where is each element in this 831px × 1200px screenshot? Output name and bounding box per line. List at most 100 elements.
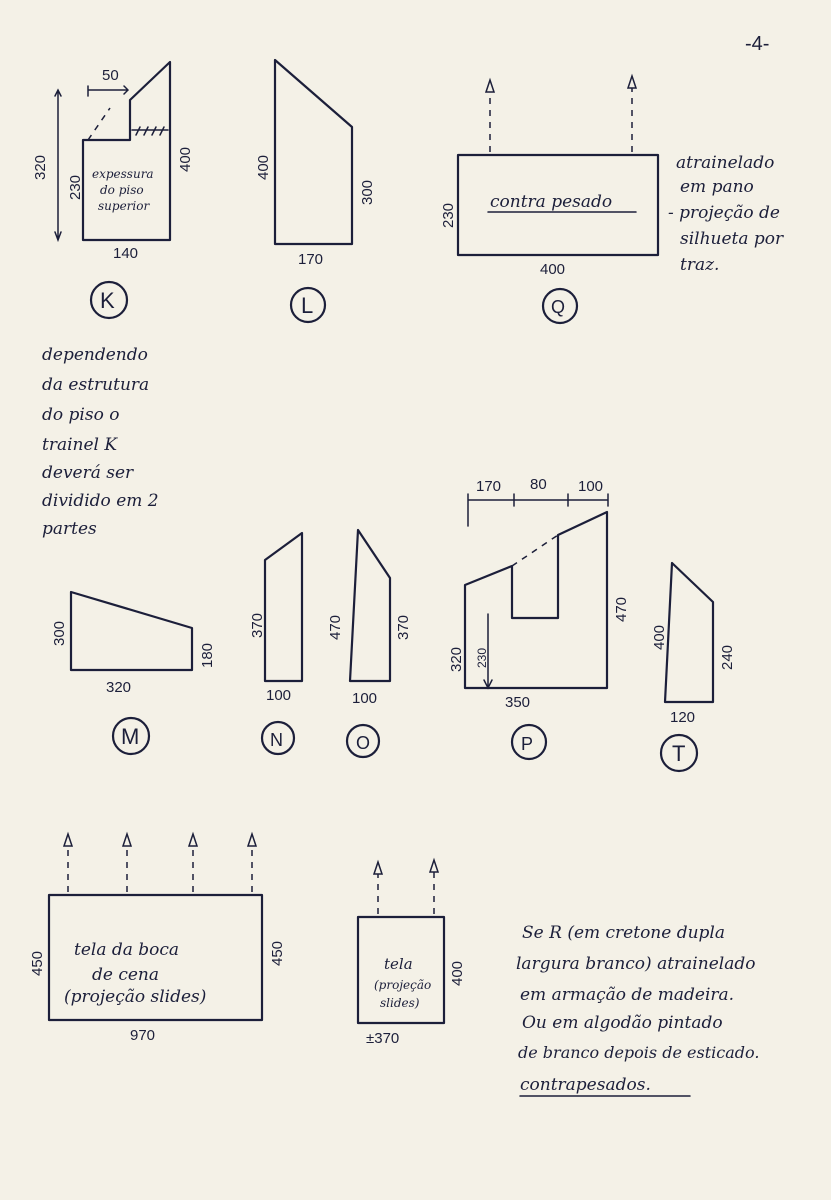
panel-o-letter-circle xyxy=(345,723,381,759)
panel-k-dim-right-label: 400 xyxy=(177,147,194,172)
panel-k-note-1: expessura xyxy=(92,167,154,181)
screen-1: tela da boca de cena (projeção slides) 4… xyxy=(29,831,286,1044)
panel-p-dim-top-3: 100 xyxy=(578,478,603,495)
panel-o: 470 370 100 O xyxy=(327,528,412,759)
panel-o-dim-bottom-label: 100 xyxy=(352,690,377,707)
panel-o-dim-right-label: 370 xyxy=(395,615,412,640)
panel-q-letter: Q xyxy=(551,297,565,317)
panel-q-note-3: - projeção de xyxy=(668,203,780,223)
panel-m-outline xyxy=(69,590,194,672)
note-left-line-7: partes xyxy=(42,519,97,539)
panel-t: 400 240 120 T xyxy=(651,561,736,773)
panel-p-dim-bottom-label: 350 xyxy=(505,694,530,711)
panel-q-cables xyxy=(489,88,633,152)
panel-k-dim-total xyxy=(54,88,62,243)
screen-2-label-3: slides) xyxy=(380,996,420,1010)
screen-2-dim-bottom-label: ±370 xyxy=(366,1030,399,1047)
panel-k-letter-circle xyxy=(89,280,129,320)
panel-k-dim-inner-label: 230 xyxy=(67,175,84,200)
panel-p-dim-right-label: 470 xyxy=(613,597,630,622)
panel-q-note-1: atrainelado xyxy=(676,153,774,173)
panel-q-label: contra pesado xyxy=(490,192,612,212)
note-bottom-line-1: Se R (em cretone dupla xyxy=(522,923,725,943)
panel-n-dim-left-label: 370 xyxy=(249,613,266,638)
panel-k: 50 320 230 400 expessura do piso superio… xyxy=(32,60,194,320)
panel-m-dim-right-label: 180 xyxy=(199,643,216,668)
panel-q: contra pesado 230 400 atrainelado em pan… xyxy=(440,73,784,325)
panel-k-letter: K xyxy=(100,288,115,313)
note-left: dependendo da estrutura do piso o traine… xyxy=(42,345,159,539)
panel-p-roof-line xyxy=(511,534,559,567)
panel-q-outline xyxy=(456,153,660,257)
panel-p-dim-top-2: 80 xyxy=(530,476,547,493)
panel-t-dim-left-label: 400 xyxy=(651,625,668,650)
screen-1-dim-right-label: 450 xyxy=(269,941,286,966)
screen-2-outline xyxy=(356,915,446,1025)
panel-m-letter: M xyxy=(121,724,139,749)
panel-o-dim-left-label: 470 xyxy=(327,615,344,640)
panel-q-letter-circle xyxy=(541,287,579,325)
screen-1-label-2: de cena xyxy=(92,965,159,985)
panel-q-note-4: silhueta por xyxy=(680,229,784,249)
panel-l-outline xyxy=(273,58,354,246)
panel-k-hatch xyxy=(131,126,169,136)
panel-o-outline xyxy=(348,528,392,683)
panel-o-letter: O xyxy=(356,733,370,753)
panel-p-letter: P xyxy=(521,734,533,754)
panel-n-outline xyxy=(263,531,304,683)
screen-2-dim-right-label: 400 xyxy=(449,961,466,986)
note-bottom-line-3: em armação de madeira. xyxy=(520,985,734,1005)
screen-1-dim-left-label: 450 xyxy=(29,951,46,976)
panel-t-dim-bottom-label: 120 xyxy=(670,709,695,726)
panel-k-dim-bottom-label: 140 xyxy=(113,245,138,262)
panel-k-cut-line xyxy=(87,107,130,141)
note-left-line-5: deverá ser xyxy=(42,463,134,483)
screen-1-dim-bottom-label: 970 xyxy=(130,1027,155,1044)
note-left-line-1: dependendo xyxy=(42,345,148,365)
panel-k-dim-total-label: 320 xyxy=(32,155,49,180)
note-bottom: Se R (em cretone dupla largura branco) a… xyxy=(516,923,759,1097)
note-left-line-6: dividido em 2 xyxy=(42,491,159,511)
panel-q-dim-left-label: 230 xyxy=(440,203,457,228)
note-bottom-line-6: contrapesados. xyxy=(520,1075,651,1095)
panel-t-outline xyxy=(663,561,715,704)
panel-p-outline xyxy=(463,510,609,690)
screen-2-label-2: (projeção xyxy=(374,978,431,992)
panel-q-arrows xyxy=(484,73,638,93)
panel-m-dim-left-label: 300 xyxy=(51,621,68,646)
panel-t-dim-right-label: 240 xyxy=(719,645,736,670)
panel-t-letter-circle xyxy=(659,733,699,773)
screen-2: tela (projeção slides) 400 ±370 xyxy=(356,857,466,1047)
note-bottom-line-5: de branco depois de esticado. xyxy=(518,1043,759,1062)
panel-l-letter: L xyxy=(301,293,313,318)
panel-p-dim-top xyxy=(467,493,609,527)
screen-1-outline xyxy=(47,893,264,1022)
screen-1-arrows xyxy=(62,831,258,847)
panel-q-note-5: traz. xyxy=(680,255,719,275)
panel-q-dim-bottom-label: 400 xyxy=(540,261,565,278)
panel-t-letter: T xyxy=(672,741,685,766)
note-left-line-3: do piso o xyxy=(42,405,119,425)
panel-p-dim-top-1: 170 xyxy=(476,478,501,495)
note-bottom-line-2: largura branco) atrainelado xyxy=(516,954,755,974)
panel-k-dim-top xyxy=(87,85,130,97)
page-number: -4- xyxy=(745,33,769,55)
screen-1-cables xyxy=(67,846,253,892)
panel-p-letter-circle xyxy=(510,723,548,761)
panel-m: 300 180 320 M xyxy=(51,590,216,756)
panel-n-letter: N xyxy=(270,730,283,750)
note-left-line-4: trainel K xyxy=(42,435,118,455)
panel-n: 370 100 N xyxy=(249,531,304,756)
note-bottom-line-4: Ou em algodão pintado xyxy=(522,1013,723,1033)
screen-1-label-3: (projeção slides) xyxy=(64,987,206,1007)
screen-2-cables xyxy=(377,872,435,914)
panel-k-dim-top-label: 50 xyxy=(102,67,119,84)
panel-p-dim-inner xyxy=(483,613,493,690)
panel-m-dim-bottom-label: 320 xyxy=(106,679,131,696)
panel-n-dim-bottom-label: 100 xyxy=(266,687,291,704)
panel-n-letter-circle xyxy=(260,720,296,756)
panel-k-note-3: superior xyxy=(98,199,150,213)
panel-m-letter-circle xyxy=(111,716,151,756)
